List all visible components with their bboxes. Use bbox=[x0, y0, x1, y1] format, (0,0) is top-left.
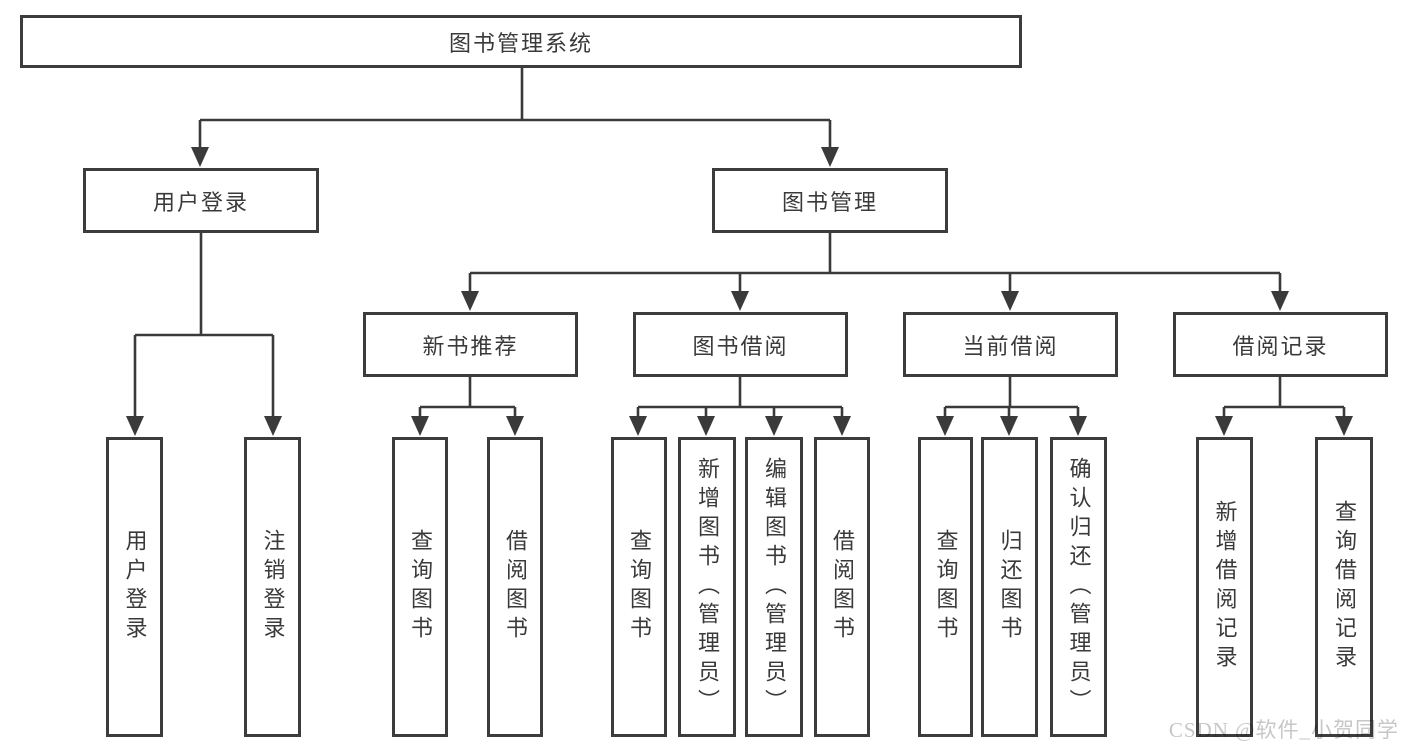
node-user-login: 用户登录 bbox=[83, 168, 319, 233]
node-current-borrow: 当前借阅 bbox=[903, 312, 1118, 377]
leaf-borrow-edit-book-label: 编辑图书（管理员） bbox=[762, 456, 787, 718]
node-current-borrow-label: 当前借阅 bbox=[962, 333, 1059, 359]
leaf-recommend-borrow-book-label: 借阅图书 bbox=[503, 529, 528, 645]
leaf-records-query-record-label: 查询借阅记录 bbox=[1332, 500, 1357, 674]
leaf-user-login: 用户登录 bbox=[106, 437, 163, 737]
csdn-watermark: CSDN @软件_小贺同学 bbox=[1168, 718, 1399, 742]
leaf-current-return-book-label: 归还图书 bbox=[997, 529, 1023, 645]
leaf-records-add-record: 新增借阅记录 bbox=[1196, 437, 1253, 737]
node-book-management-label: 图书管理 bbox=[781, 189, 878, 215]
leaf-records-query-record: 查询借阅记录 bbox=[1315, 437, 1373, 737]
leaf-recommend-query-book-label: 查询图书 bbox=[408, 529, 433, 645]
leaf-current-query-book: 查询图书 bbox=[918, 437, 973, 737]
leaf-logout-label: 注销登录 bbox=[260, 529, 286, 645]
node-user-login-label: 用户登录 bbox=[152, 189, 249, 215]
leaf-current-return-book: 归还图书 bbox=[981, 437, 1038, 737]
leaf-recommend-query-book: 查询图书 bbox=[392, 437, 448, 737]
arrowheads bbox=[126, 147, 1353, 436]
leaf-current-confirm-return-label: 确认归还（管理员） bbox=[1066, 456, 1092, 718]
node-book-management: 图书管理 bbox=[712, 168, 948, 233]
leaf-logout: 注销登录 bbox=[244, 437, 301, 737]
leaf-current-confirm-return: 确认归还（管理员） bbox=[1050, 437, 1107, 737]
leaf-borrow-borrow-book: 借阅图书 bbox=[814, 437, 870, 737]
node-library-system-label: 图书管理系统 bbox=[448, 30, 593, 56]
leaf-borrow-add-book-label: 新增图书（管理员） bbox=[695, 456, 720, 718]
leaf-borrow-edit-book: 编辑图书（管理员） bbox=[745, 437, 803, 737]
node-new-book-recommend-label: 新书推荐 bbox=[422, 333, 519, 359]
leaf-records-add-record-label: 新增借阅记录 bbox=[1212, 500, 1238, 674]
node-library-system: 图书管理系统 bbox=[20, 15, 1022, 68]
leaf-recommend-borrow-book: 借阅图书 bbox=[487, 437, 543, 737]
leaf-current-query-book-label: 查询图书 bbox=[933, 529, 959, 645]
leaf-user-login-label: 用户登录 bbox=[122, 529, 148, 645]
node-new-book-recommend: 新书推荐 bbox=[363, 312, 578, 377]
node-borrow-records-label: 借阅记录 bbox=[1232, 333, 1329, 359]
node-book-borrow: 图书借阅 bbox=[633, 312, 848, 377]
leaf-borrow-query-book-label: 查询图书 bbox=[627, 529, 652, 645]
leaf-borrow-borrow-book-label: 借阅图书 bbox=[830, 529, 855, 645]
leaf-borrow-query-book: 查询图书 bbox=[611, 437, 667, 737]
leaf-borrow-add-book: 新增图书（管理员） bbox=[678, 437, 736, 737]
node-book-borrow-label: 图书借阅 bbox=[692, 333, 789, 359]
node-borrow-records: 借阅记录 bbox=[1173, 312, 1388, 377]
